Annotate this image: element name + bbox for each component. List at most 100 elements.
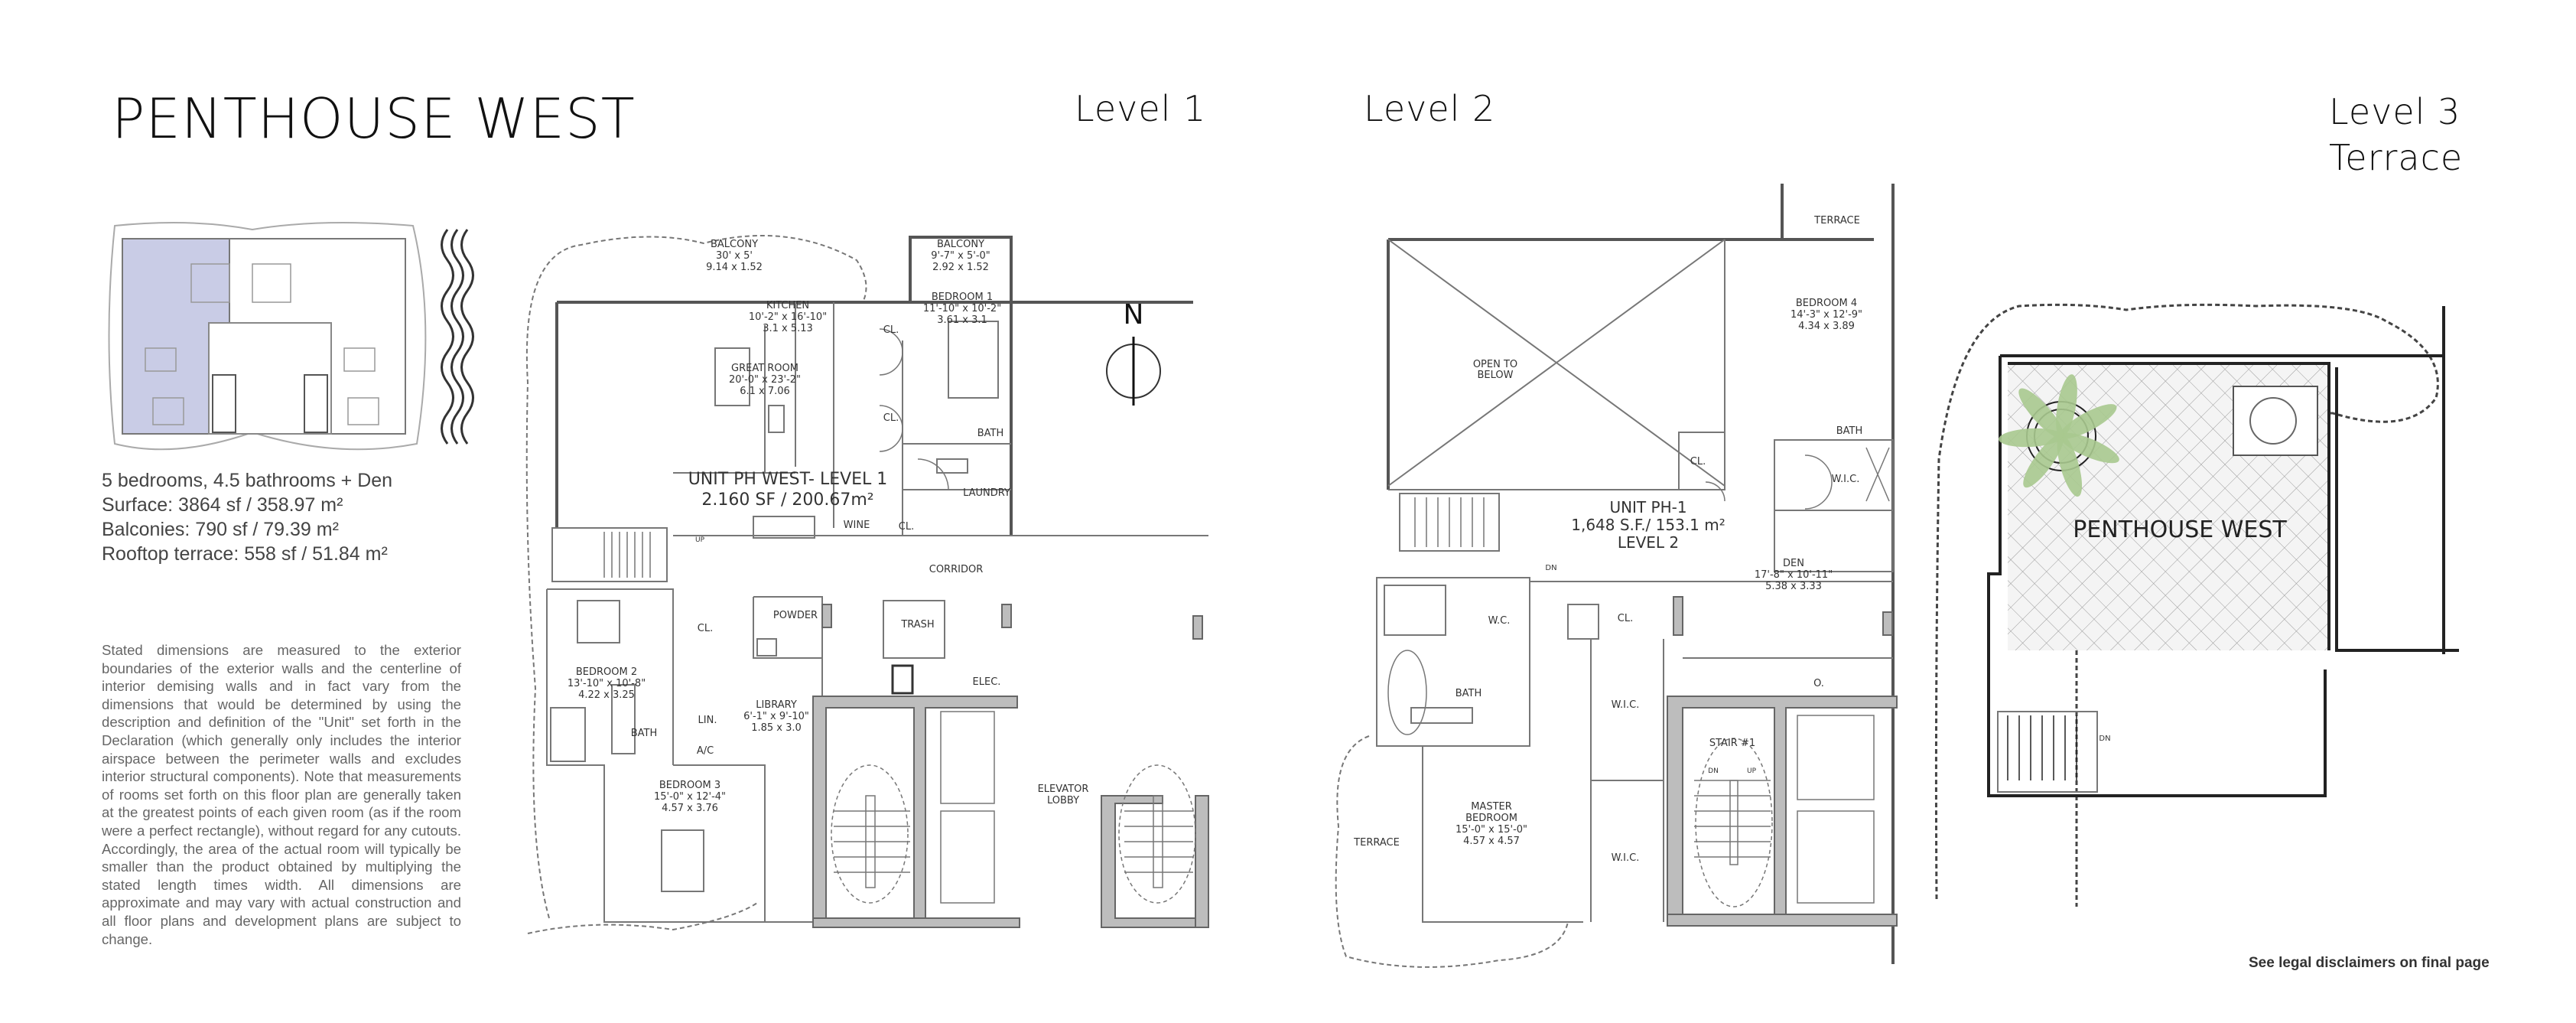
svg-text:DEN: DEN	[1783, 558, 1804, 569]
svg-text:BALCONY: BALCONY	[937, 239, 984, 250]
svg-text:30' x 5': 30' x 5'	[716, 250, 753, 262]
svg-text:15'-0" x 12'-4": 15'-0" x 12'-4"	[654, 791, 726, 803]
svg-text:W.I.C.: W.I.C.	[1612, 852, 1640, 864]
terrace-label: PENTHOUSE WEST	[2073, 516, 2287, 543]
svg-text:W.I.C.: W.I.C.	[1612, 699, 1640, 711]
svg-text:9'-7" x 5'-0": 9'-7" x 5'-0"	[931, 250, 990, 262]
level-3-subheading: Terrace	[2329, 137, 2463, 178]
svg-text:CL.: CL.	[883, 412, 899, 424]
svg-text:3.61 x 3.1: 3.61 x 3.1	[937, 314, 987, 326]
svg-text:CL.: CL.	[899, 521, 914, 533]
svg-text:LIBRARY: LIBRARY	[756, 699, 797, 711]
svg-text:GREAT ROOM: GREAT ROOM	[731, 363, 798, 374]
svg-text:10'-2" x 16'-10": 10'-2" x 16'-10"	[749, 311, 827, 323]
svg-text:UP: UP	[695, 536, 705, 544]
svg-text:OPEN TO: OPEN TO	[1473, 359, 1517, 370]
svg-text:11'-10" x 10'-2": 11'-10" x 10'-2"	[923, 303, 1001, 314]
svg-text:4.57 x 4.57: 4.57 x 4.57	[1463, 836, 1520, 847]
svg-text:BATH: BATH	[631, 728, 658, 739]
level-2-unit-title: UNIT PH-1	[1609, 498, 1686, 516]
svg-text:BALCONY: BALCONY	[711, 239, 758, 250]
terrace-stair-dn: DN	[2099, 735, 2110, 743]
unit-summary: 5 bedrooms, 4.5 bathrooms + Den Surface:…	[102, 468, 392, 566]
svg-text:BATH: BATH	[1456, 688, 1482, 699]
svg-text:15'-0" x 15'-0": 15'-0" x 15'-0"	[1456, 824, 1527, 836]
svg-text:UP: UP	[1747, 767, 1757, 775]
svg-text:20'-0" x 23'-2": 20'-0" x 23'-2"	[729, 374, 801, 386]
svg-text:W.C.: W.C.	[1488, 615, 1511, 627]
svg-text:BATH: BATH	[1836, 425, 1863, 437]
svg-text:6.1 x 7.06: 6.1 x 7.06	[740, 386, 790, 397]
svg-text:O.: O.	[1813, 678, 1824, 689]
svg-text:ELEC.: ELEC.	[973, 676, 1001, 688]
svg-text:2.92 x 1.52: 2.92 x 1.52	[932, 262, 989, 273]
svg-text:CORRIDOR: CORRIDOR	[929, 564, 983, 575]
summary-surface: Surface: 3864 sf / 358.97 m²	[102, 494, 343, 516]
svg-text:TERRACE: TERRACE	[1353, 837, 1400, 849]
svg-text:A/C: A/C	[697, 745, 714, 757]
palm-leaf	[1999, 428, 2064, 448]
svg-text:STAIR #1: STAIR #1	[1709, 738, 1755, 749]
svg-text:1.85 x 3.0: 1.85 x 3.0	[751, 722, 802, 734]
page-title: PENTHOUSE WEST	[112, 86, 636, 151]
svg-text:14'-3" x 12'-9": 14'-3" x 12'-9"	[1791, 309, 1862, 321]
svg-text:ELEVATOR: ELEVATOR	[1038, 784, 1089, 795]
palm-leaf	[2057, 434, 2083, 497]
svg-text:4.57 x 3.76: 4.57 x 3.76	[662, 803, 718, 814]
level-1-unit-title: UNIT PH WEST- LEVEL 1	[688, 470, 888, 489]
svg-text:CL.: CL.	[1690, 456, 1706, 468]
footer-note: See legal disclaimers on final page	[2249, 955, 2490, 971]
svg-text:TERRACE: TERRACE	[1813, 215, 1860, 226]
palm-leaf	[2023, 434, 2064, 488]
svg-text:N: N	[1124, 299, 1144, 331]
svg-text:3.1 x 5.13: 3.1 x 5.13	[763, 323, 813, 334]
svg-text:4.34 x 3.89: 4.34 x 3.89	[1798, 321, 1855, 332]
svg-text:TRASH: TRASH	[900, 619, 934, 630]
svg-text:BEDROOM 4: BEDROOM 4	[1796, 298, 1857, 309]
svg-text:BEDROOM 2: BEDROOM 2	[576, 666, 637, 678]
svg-text:W.I.C.: W.I.C.	[1832, 474, 1860, 485]
svg-text:BEDROOM 1: BEDROOM 1	[932, 292, 993, 303]
svg-text:LOBBY: LOBBY	[1047, 795, 1079, 806]
svg-text:6'-1" x 9'-10": 6'-1" x 9'-10"	[743, 711, 809, 722]
svg-text:9.14 x 1.52: 9.14 x 1.52	[706, 262, 763, 273]
svg-text:KITCHEN: KITCHEN	[766, 300, 809, 311]
summary-rooftop: Rooftop terrace: 558 sf / 51.84 m²	[102, 543, 388, 565]
level-2-heading: Level 2	[1364, 88, 1495, 129]
palm-leaf	[2059, 432, 2119, 464]
terrace-plan	[1934, 303, 2459, 907]
svg-text:BELOW: BELOW	[1478, 370, 1514, 381]
level-2-plan	[1335, 184, 1898, 968]
summary-balconies: Balconies: 790 sf / 79.39 m²	[102, 519, 339, 540]
level-1-heading: Level 1	[1075, 88, 1206, 129]
north-arrow-icon: N	[1106, 299, 1161, 406]
svg-text:4.22 x 3.25: 4.22 x 3.25	[578, 689, 635, 701]
svg-text:DN: DN	[1708, 767, 1719, 775]
svg-text:CL.: CL.	[883, 324, 899, 336]
level-2-area: 1,648 S.F./ 153.1 m²	[1571, 516, 1725, 534]
svg-text:LAUNDRY: LAUNDRY	[963, 487, 1010, 499]
svg-text:CL.: CL.	[1618, 613, 1633, 624]
disclaimer-text: Stated dimensions are measured to the ex…	[102, 642, 461, 947]
svg-text:BEDROOM 3: BEDROOM 3	[659, 780, 720, 791]
svg-text:DN: DN	[1545, 564, 1556, 572]
svg-text:MASTER: MASTER	[1471, 801, 1512, 813]
svg-text:17'-8" x 10'-11": 17'-8" x 10'-11"	[1755, 569, 1833, 581]
svg-text:BEDROOM: BEDROOM	[1465, 813, 1517, 824]
level-3-heading: Level 3	[2329, 91, 2461, 132]
svg-text:POWDER: POWDER	[773, 610, 818, 621]
svg-text:BATH: BATH	[977, 428, 1004, 439]
level-1-area: 2.160 SF / 200.67m²	[701, 490, 873, 510]
palm-leaf	[2059, 404, 2117, 439]
svg-text:CL.: CL.	[698, 623, 713, 634]
svg-text:LIN.: LIN.	[698, 715, 717, 726]
key-plan	[108, 222, 474, 451]
svg-text:13'-10" x 10'-8": 13'-10" x 10'-8"	[568, 678, 646, 689]
palm-tree-icon	[1999, 374, 2119, 497]
level-1-plan	[525, 235, 1209, 934]
svg-text:WINE: WINE	[844, 520, 870, 531]
palm-leaf	[2018, 388, 2064, 438]
summary-rooms: 5 bedrooms, 4.5 bathrooms + Den	[102, 470, 393, 491]
